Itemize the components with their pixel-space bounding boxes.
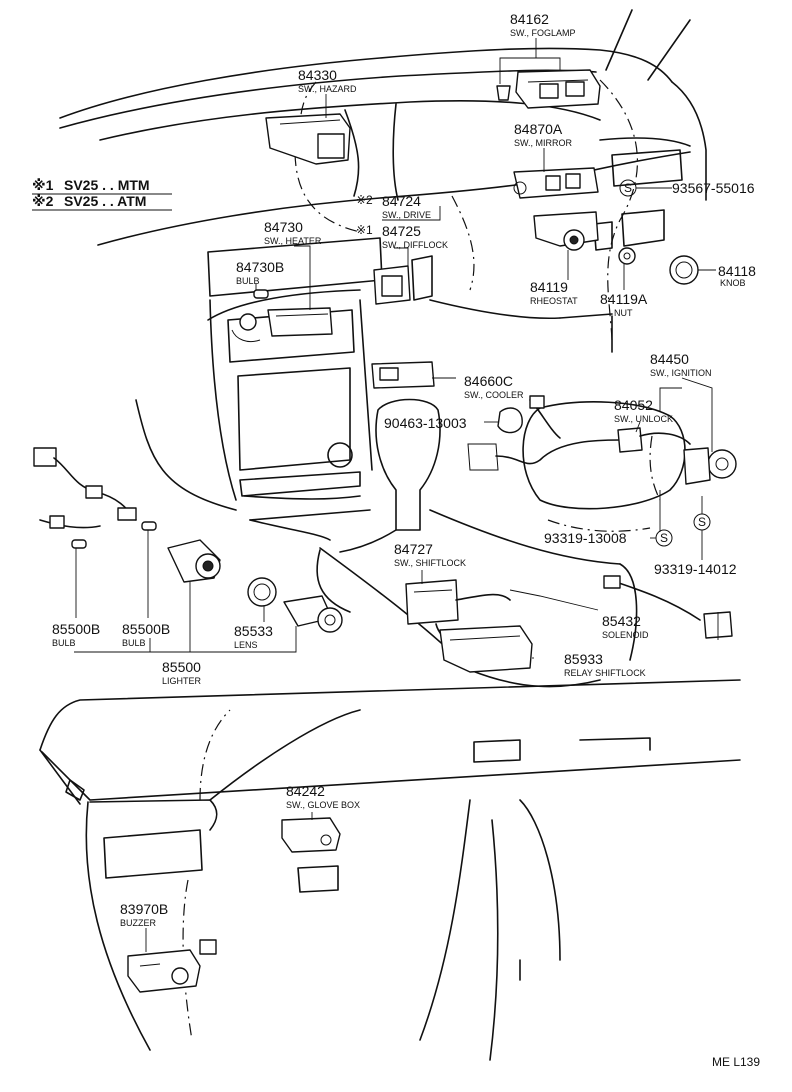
part-description: BULB bbox=[52, 638, 76, 648]
part-number: 85432 bbox=[602, 613, 641, 629]
part-description: SW., MIRROR bbox=[514, 138, 572, 148]
part-description: BUZZER bbox=[120, 918, 157, 928]
part-description: RELAY SHIFTLOCK bbox=[564, 668, 646, 678]
part-rheostat bbox=[533, 211, 599, 251]
part-number: 93319-14012 bbox=[654, 561, 737, 577]
part-lighter-plug bbox=[283, 595, 343, 633]
part-description: BULB bbox=[122, 638, 146, 648]
part-number: 84870A bbox=[514, 121, 563, 137]
part-description: BULB bbox=[236, 276, 260, 286]
part-number: 93319-13008 bbox=[544, 530, 627, 546]
part-number: 85933 bbox=[564, 651, 603, 667]
s-symbol-93319a: S bbox=[655, 529, 673, 547]
part-description: SW., HAZARD bbox=[298, 84, 357, 94]
part-knob bbox=[669, 255, 699, 285]
part-description: KNOB bbox=[720, 278, 746, 288]
part-buzzer bbox=[127, 939, 217, 993]
legend-mark-2: ※2 bbox=[32, 193, 54, 209]
callout-labels: 84162 SW., FOGLAMP 84330 SW., HAZARD 848… bbox=[52, 11, 756, 928]
part-mark: ※2 bbox=[356, 193, 373, 207]
part-number: 85533 bbox=[234, 623, 273, 639]
s-symbol-text: S bbox=[660, 531, 668, 545]
part-number: 84450 bbox=[650, 351, 689, 367]
legend: ※1 SV25 . . MTM ※2 SV25 . . ATM bbox=[32, 177, 172, 211]
part-description: SW., GLOVE BOX bbox=[286, 800, 360, 810]
part-description: SW., FOGLAMP bbox=[510, 28, 576, 38]
part-description: SW., DIFFLOCK bbox=[382, 240, 448, 250]
s-symbol-text: S bbox=[698, 515, 706, 529]
part-relay-shiftlock bbox=[439, 625, 533, 673]
part-lighter-harness bbox=[33, 447, 157, 549]
part-number: 84730B bbox=[236, 259, 284, 275]
part-description: SW., DRIVE bbox=[382, 210, 431, 220]
part-number: 84162 bbox=[510, 11, 549, 27]
part-number: 84330 bbox=[298, 67, 337, 83]
part-number: 83970B bbox=[120, 901, 168, 917]
part-number: 84727 bbox=[394, 541, 433, 557]
part-number: 84119 bbox=[530, 279, 568, 295]
part-description: SW., IGNITION bbox=[650, 368, 712, 378]
part-number: 84118 bbox=[718, 263, 756, 279]
part-description: RHEOSTAT bbox=[530, 296, 578, 306]
part-number: 84724 bbox=[382, 193, 421, 209]
part-clamp-90463 bbox=[497, 407, 523, 434]
part-heater-switch bbox=[231, 289, 333, 343]
part-hazard-switch bbox=[265, 113, 351, 165]
part-foglamp-switch bbox=[496, 69, 601, 109]
part-ignition-harness bbox=[467, 395, 737, 485]
part-number: 84725 bbox=[382, 223, 421, 239]
part-description: LIGHTER bbox=[162, 676, 202, 686]
part-number: 90463-13003 bbox=[384, 415, 467, 431]
part-description: SW., SHIFTLOCK bbox=[394, 558, 466, 568]
part-cooler-switch bbox=[371, 361, 435, 389]
legend-text-2: SV25 . . ATM bbox=[64, 193, 146, 209]
part-lighter bbox=[167, 539, 221, 583]
part-difflock-switch bbox=[373, 265, 411, 305]
part-number: 84242 bbox=[286, 783, 325, 799]
s-symbol-text: S bbox=[624, 181, 632, 195]
s-symbol-93319b: S bbox=[693, 513, 711, 531]
part-number: 84119A bbox=[600, 291, 648, 307]
part-number: 84730 bbox=[264, 219, 303, 235]
part-number: 93567-55016 bbox=[672, 180, 755, 196]
s-symbol-93567: S bbox=[619, 179, 637, 197]
instrument-panel-drawing bbox=[59, 9, 707, 688]
part-description: SW., HEATER bbox=[264, 236, 322, 246]
glove-box-drawing bbox=[39, 679, 741, 1061]
part-description: NUT bbox=[614, 308, 633, 318]
legend-text-1: SV25 . . MTM bbox=[64, 177, 150, 193]
part-number: 85500 bbox=[162, 659, 201, 675]
part-description: LENS bbox=[234, 640, 258, 650]
part-number: 85500B bbox=[122, 621, 170, 637]
part-nut bbox=[618, 247, 636, 265]
part-mirror-switch bbox=[513, 167, 599, 199]
diagram-code: ME L139 bbox=[712, 1055, 760, 1069]
part-number: 85500B bbox=[52, 621, 100, 637]
part-lens bbox=[247, 577, 277, 607]
part-glove-box-switch bbox=[281, 817, 341, 853]
leader-lines bbox=[74, 38, 719, 952]
part-description: SW., UNLOCK bbox=[614, 414, 673, 424]
part-description: SW., COOLER bbox=[464, 390, 524, 400]
part-number: 84660C bbox=[464, 373, 513, 389]
part-number: 84052 bbox=[614, 397, 653, 413]
legend-mark-1: ※1 bbox=[32, 177, 54, 193]
part-description: SOLENOID bbox=[602, 630, 649, 640]
part-mark: ※1 bbox=[356, 223, 373, 237]
